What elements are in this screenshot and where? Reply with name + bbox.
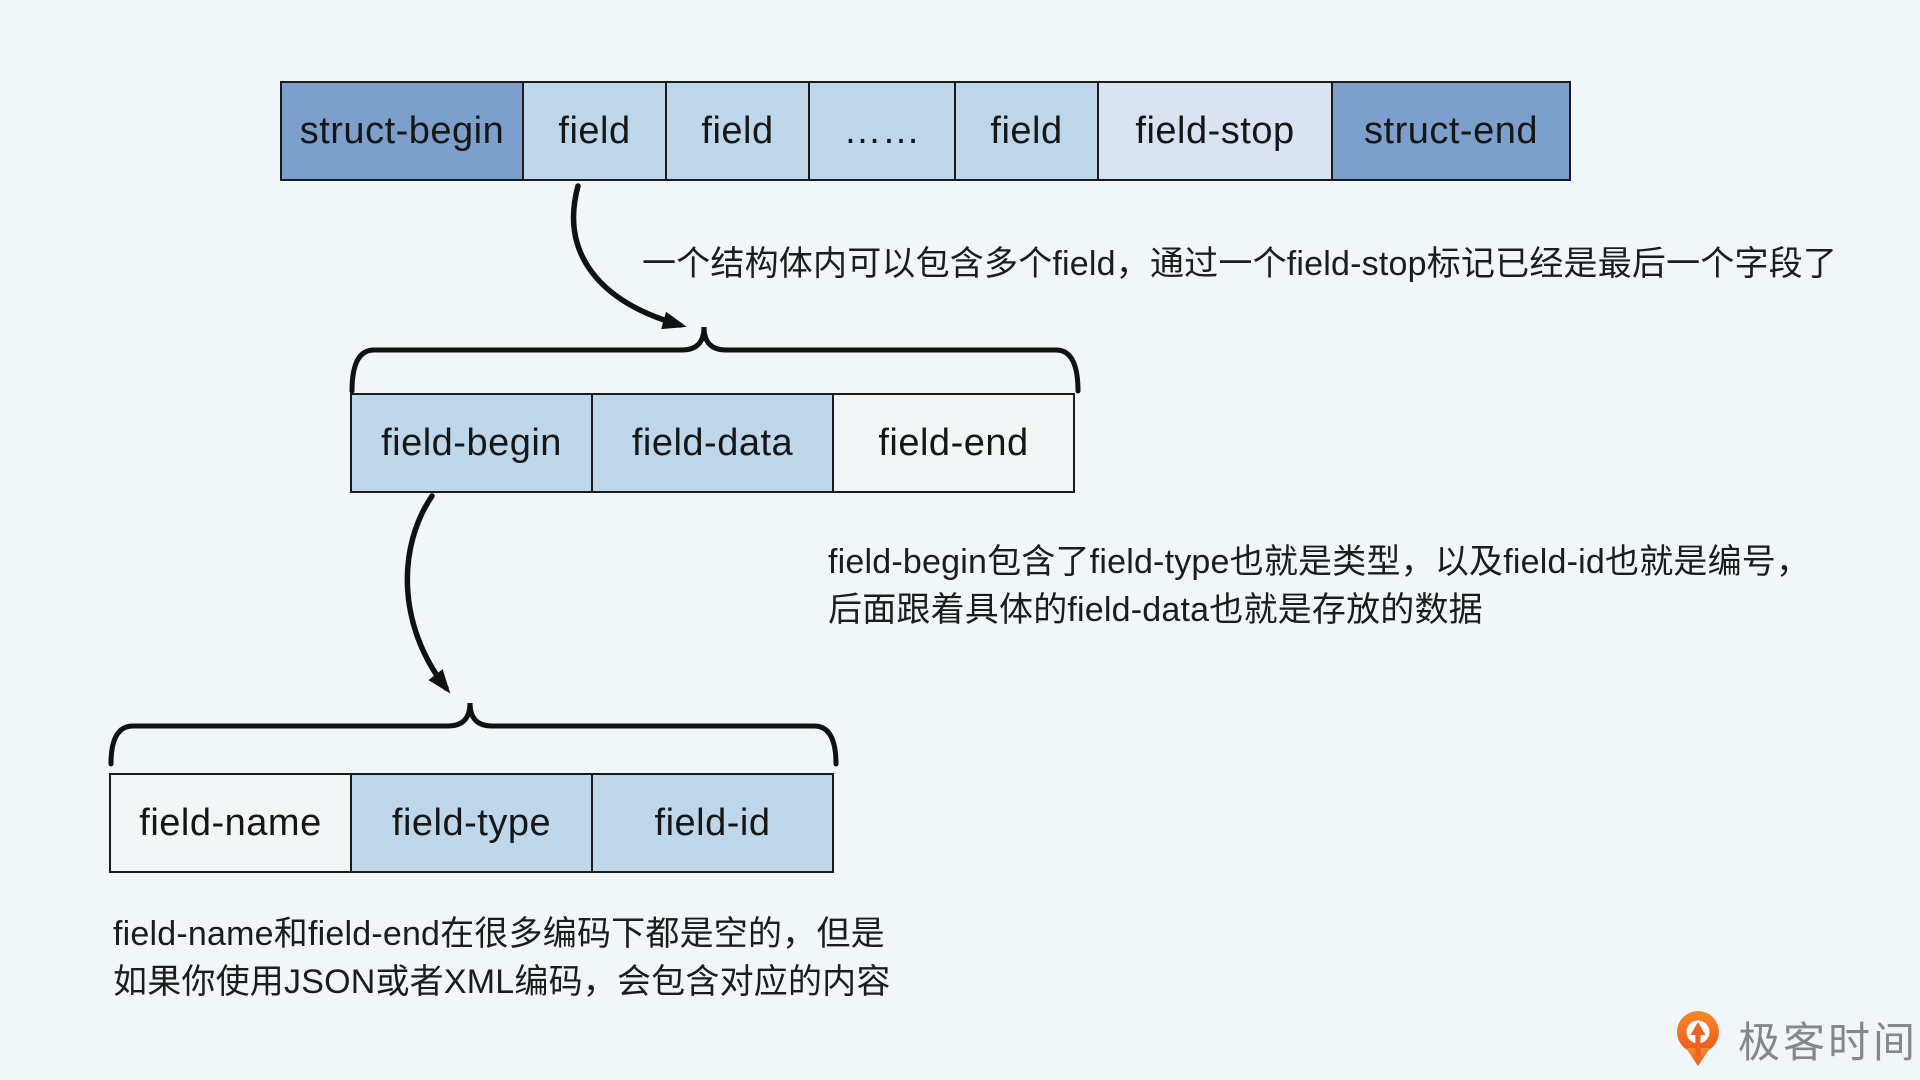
field-cell-2: field xyxy=(665,81,810,181)
geektime-logo-text: 极客时间 xyxy=(1738,1018,1919,1066)
note-field-begin-line1: field-begin包含了field-type也就是类型，以及field-id… xyxy=(828,543,1811,581)
struct-row: struct-begin field field …… field field-… xyxy=(280,81,1571,181)
geektime-pin-icon xyxy=(1677,1011,1719,1066)
geektime-logo: 极客时间 xyxy=(1672,1008,1918,1070)
field-end-cell: field-end xyxy=(832,393,1075,493)
field-cell-3: field xyxy=(954,81,1099,181)
field-id-cell: field-id xyxy=(591,773,834,873)
struct-end-cell: struct-end xyxy=(1331,81,1571,181)
field-stop-cell: field-stop xyxy=(1097,81,1333,181)
note-field-begin-line2: 后面跟着具体的field-data也就是存放的数据 xyxy=(828,591,1483,629)
field-structure-row: field-begin field-data field-end xyxy=(350,393,1075,493)
note-field-name-line1: field-name和field-end在很多编码下都是空的，但是 xyxy=(113,915,885,953)
note-field-name-line2: 如果你使用JSON或者XML编码，会包含对应的内容 xyxy=(113,963,891,1001)
field-cell-1: field xyxy=(522,81,667,181)
field-data-cell: field-data xyxy=(591,393,834,493)
struct-begin-cell: struct-begin xyxy=(280,81,524,181)
arrow-field-begin-to-structure xyxy=(404,493,451,694)
note-field-stop: 一个结构体内可以包含多个field，通过一个field-stop标记已经是最后一… xyxy=(642,245,1838,283)
ellipsis-cell: …… xyxy=(808,81,956,181)
field-type-cell: field-type xyxy=(350,773,593,873)
brace-field-begin-structure xyxy=(108,702,839,767)
note-field-name: field-name和field-end在很多编码下都是空的，但是 如果你使用J… xyxy=(113,910,891,1006)
field-name-cell: field-name xyxy=(109,773,352,873)
brace-field-structure xyxy=(349,326,1081,394)
field-begin-structure-row: field-name field-type field-id xyxy=(109,773,834,873)
field-begin-cell: field-begin xyxy=(350,393,593,493)
note-field-begin: field-begin包含了field-type也就是类型，以及field-id… xyxy=(828,538,1810,634)
